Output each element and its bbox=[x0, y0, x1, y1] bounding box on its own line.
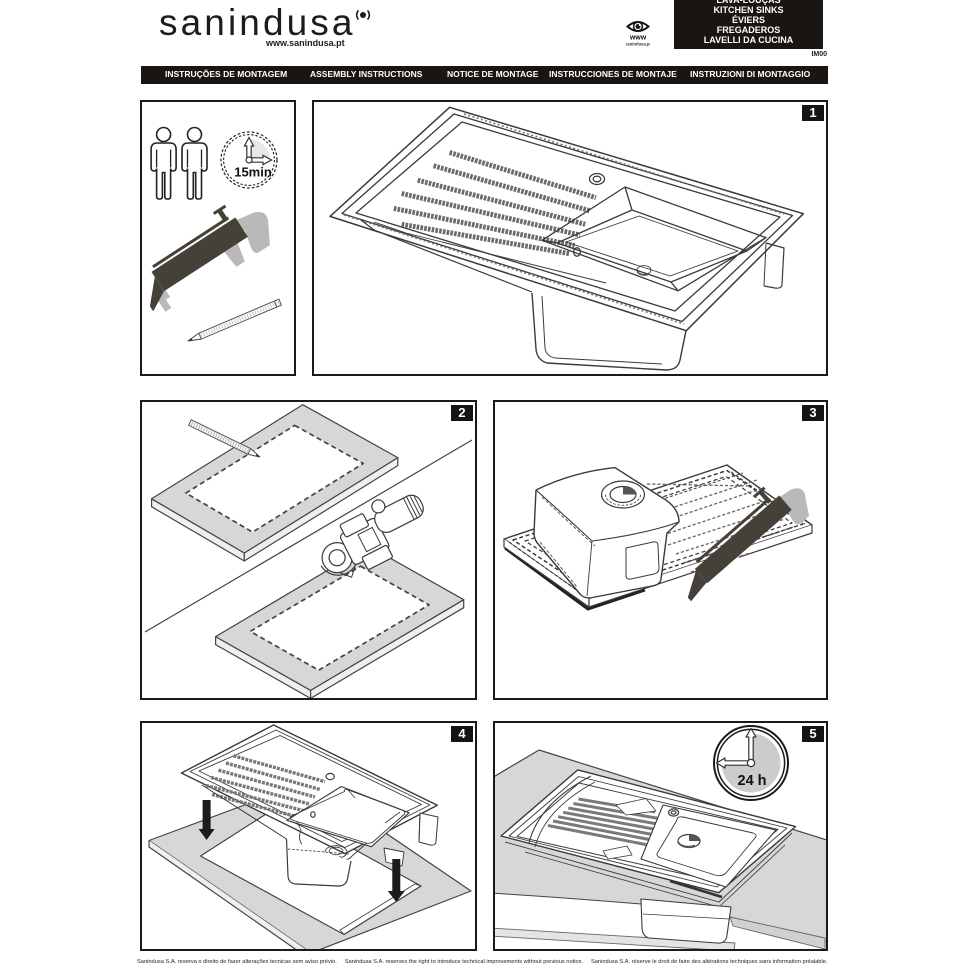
svg-text:24 h: 24 h bbox=[737, 773, 766, 789]
svg-text:15min: 15min bbox=[234, 165, 272, 180]
svg-text:sanindusa.pt: sanindusa.pt bbox=[626, 42, 650, 47]
svg-text:www: www bbox=[629, 35, 647, 42]
